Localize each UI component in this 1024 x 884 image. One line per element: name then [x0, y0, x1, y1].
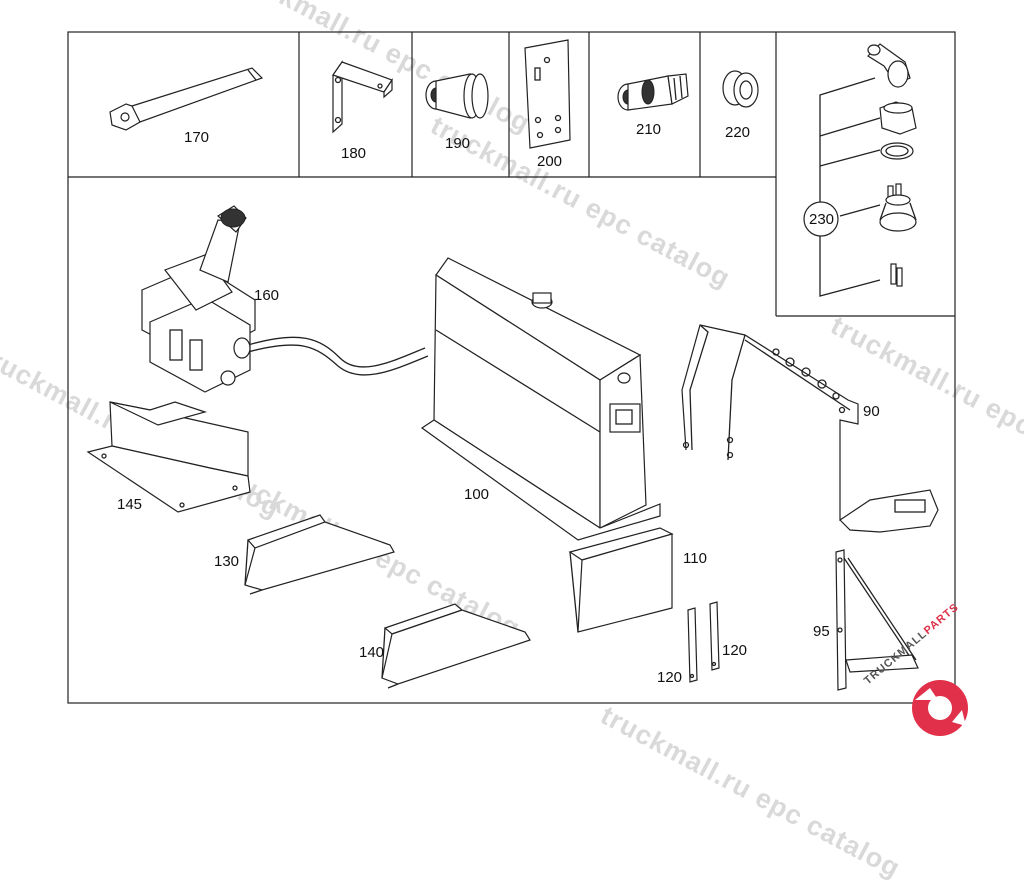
part-label-210: 210: [636, 121, 662, 138]
part-220-ring: [722, 70, 759, 108]
part-label-230: 230: [809, 211, 835, 228]
part-label-140: 140: [359, 644, 385, 661]
part-145-bracket: [86, 401, 251, 513]
part-label-220: 220: [725, 124, 751, 141]
part-160-valve: [141, 205, 429, 393]
part-label-95: 95: [813, 623, 830, 640]
part-200-plate: [524, 39, 571, 149]
part-label-190: 190: [445, 135, 471, 152]
part-130-channel: [244, 514, 395, 595]
part-210-connector: [617, 73, 689, 111]
part-label-110: 110: [683, 550, 707, 567]
part-label-120: 120: [722, 642, 748, 659]
part-95-brace: [835, 549, 919, 691]
part-label-130: 130: [214, 553, 240, 570]
part-140-channel: [381, 603, 531, 689]
part-label-160: 160: [254, 287, 280, 304]
part-180-bracket: [332, 60, 393, 134]
diagram-frame: [67, 31, 956, 704]
part-120-straps: [687, 601, 720, 683]
diagram-drawing: [67, 31, 968, 736]
part-170-bolt: [109, 67, 264, 131]
part-label-200: 200: [537, 153, 563, 170]
part-label-120: 120: [657, 669, 683, 686]
part-230-assembly: [803, 43, 917, 297]
part-190-plug: [425, 73, 489, 119]
part-label-170: 170: [184, 129, 210, 146]
part-label-145: 145: [117, 496, 143, 513]
part-100-tank: [420, 257, 661, 541]
truckmall-logo: [912, 680, 968, 736]
part-label-180: 180: [341, 145, 367, 162]
part-110-cover: [568, 527, 674, 633]
part-label-90: 90: [863, 403, 880, 420]
part-label-100: 100: [464, 486, 490, 503]
part-90-frame: [681, 324, 939, 533]
